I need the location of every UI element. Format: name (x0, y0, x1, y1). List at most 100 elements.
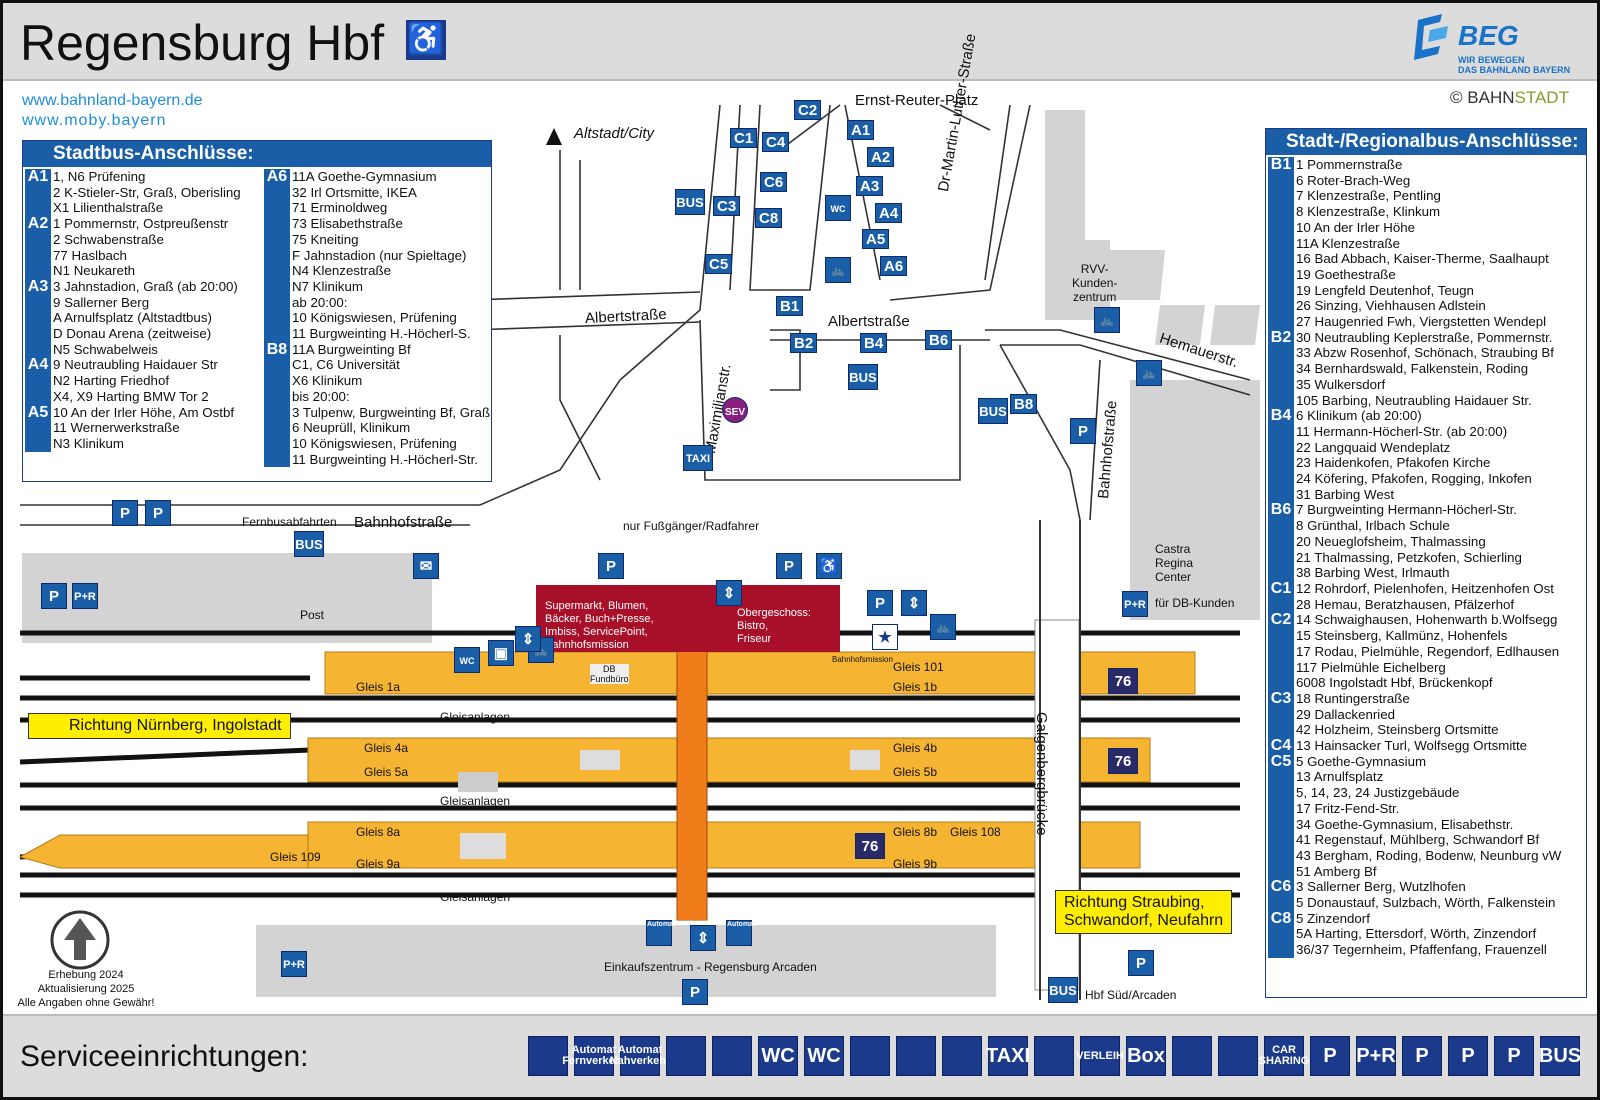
service-label: Box (1127, 1044, 1165, 1067)
bus-line: 75 Kneiting (291, 231, 359, 247)
link-bahnland[interactable]: www.bahnland-bayern.de (22, 92, 203, 109)
direction-east: Richtung Straubing, Schwandorf, Neufahrn (1055, 890, 1233, 934)
bike-parking-icon: 🚲 (1136, 360, 1162, 386)
service-title: Serviceeinrichtungen: (20, 1040, 309, 1073)
beg-logo-mark (1414, 14, 1448, 60)
credits-survey: Erhebung 2024 (48, 969, 124, 981)
credits-disclaimer: Alle Angaben ohne Gewähr! (17, 997, 155, 1009)
fernbus-label: Fernbusabfahrten (242, 515, 337, 529)
police-icon (712, 1036, 752, 1076)
stop-a6[interactable]: A6 (880, 256, 908, 276)
bus-line: 34 Bernhardswald, Falkenstein, Roding (1296, 361, 1529, 377)
stop-b8[interactable]: B8 (1010, 394, 1038, 414)
bus-line: 41 Regenstauf, Mühlberg, Schwandorf Bf (1296, 832, 1540, 848)
platform-ref-label: 76 (1114, 673, 1132, 690)
stop-a5[interactable]: A5 (862, 229, 890, 249)
park-ride-icon: P+R (1122, 591, 1148, 617)
bike-repair-icon (1034, 1036, 1074, 1076)
header-bar (3, 3, 1597, 81)
bus-line: 32 Irl Ortsmitte, IKEA (291, 184, 417, 200)
stadtbus-title: Stadtbus-Anschlüsse: (23, 141, 491, 167)
park-ride-icon: P+R (281, 951, 307, 977)
short-parking-icon: P (1070, 418, 1096, 444)
bus-line: 22 Langquaid Wendeplatz (1296, 439, 1451, 455)
north-arrow-mark (64, 918, 96, 960)
bus-line: 29 Dallackenried (1296, 706, 1396, 722)
short-parking-icon: P (776, 553, 802, 579)
bike-rental-icon: VERLEIH (1076, 1036, 1124, 1076)
track-108: Gleis 108 (950, 825, 1001, 839)
stop-b6[interactable]: B6 (925, 330, 953, 350)
bus-line: 36/37 Tegernheim, Pfaffenfang, Frauenzel… (1296, 942, 1547, 958)
stop-code: A3 (25, 278, 51, 358)
bus-line: 10 An der Irler Höhe (1296, 219, 1416, 235)
bus-line: N3 Klinikum (53, 435, 124, 451)
sev-label: SEV (724, 407, 745, 418)
luggage-locker-icon: ▣ (488, 640, 514, 666)
altstadt-arrow (546, 128, 562, 145)
bike-box-icon: Box (1126, 1036, 1166, 1076)
platforms (18, 651, 1196, 869)
platform-ref-icon: 76 (855, 833, 885, 859)
rvv-label: RVV- Kunden- zentrum (1072, 262, 1118, 304)
bus-line: N4 Klenzestraße (291, 263, 392, 279)
stop-c8[interactable]: C8 (755, 208, 783, 228)
bus-line: 5 Donaustauf, Sulzbach, Wörth, Falkenste… (1296, 895, 1556, 911)
ticket-machine-icon: Automat Fernverkehr (562, 1036, 626, 1076)
link-moby[interactable]: www.moby.bayern (22, 112, 167, 129)
street-altstadt: Altstadt/City (574, 125, 655, 142)
elevator-icon: ⇕ (690, 925, 716, 951)
bus-line: 31 Barbing West (1296, 486, 1395, 502)
street-bahnhof-west: Bahnhofstraße (354, 514, 453, 531)
accessible-wc-icon: WC (454, 647, 480, 673)
underpass (676, 639, 708, 921)
stop-code: A2 (25, 216, 51, 279)
stop-b2[interactable]: B2 (790, 333, 818, 353)
stop-code: A5 (25, 404, 51, 452)
bus-line: 14 Schwaighausen, Hohenwarth b.Wolfsegg (1296, 612, 1558, 628)
bus-line: 71 Erminoldweg (291, 200, 388, 216)
stop-a4[interactable]: A4 (875, 203, 903, 223)
bus-line: N5 Schwabelweis (53, 341, 158, 357)
stop-c2[interactable]: C2 (794, 100, 822, 120)
stop-b4[interactable]: B4 (860, 333, 888, 353)
stop-b1[interactable]: B1 (776, 296, 804, 316)
platform-ref-label: 76 (1114, 753, 1132, 770)
bus-line: 6008 Ingolstadt Hbf, Brückenkopf (1296, 675, 1493, 691)
track-9a: Gleis 9a (356, 857, 401, 871)
stop-c1[interactable]: C1 (730, 128, 758, 148)
stop-code: C1 (1268, 580, 1294, 613)
elevator-icon: ⇕ (515, 626, 541, 652)
bus-line: 1 Pommernstr, Ostpreußenstr (53, 216, 229, 232)
stop-c5[interactable]: C5 (705, 254, 733, 274)
bus-line: F Jahnstadion (nur Spieltage) (291, 247, 467, 263)
stop-a3[interactable]: A3 (856, 176, 884, 196)
service-label: P (1415, 1044, 1429, 1067)
underpass-end (677, 905, 707, 920)
stop-c4[interactable]: C4 (762, 132, 790, 152)
stop-a2[interactable]: A2 (867, 147, 895, 167)
stop-c3[interactable]: C3 (713, 196, 741, 216)
short-parking-icon: P (682, 979, 708, 1005)
stop-a1[interactable]: A1 (847, 120, 875, 140)
stop-code: A6 (263, 169, 290, 342)
bus-line: 10 Königswiesen, Prüfening (291, 435, 457, 451)
bus-line: 21 Thalmassing, Petzkofen, Schierling (1296, 549, 1522, 565)
stop-code: C8 (1268, 910, 1294, 958)
bus-line: 17 Rodau, Pielmühle, Regendorf, Edlhause… (1296, 643, 1560, 659)
bus-line: 6 Neuprüll, Klinikum (291, 420, 411, 436)
bus-line: 5 Goethe-Gymnasium (1296, 753, 1427, 769)
stop-c6[interactable]: C6 (760, 172, 788, 192)
